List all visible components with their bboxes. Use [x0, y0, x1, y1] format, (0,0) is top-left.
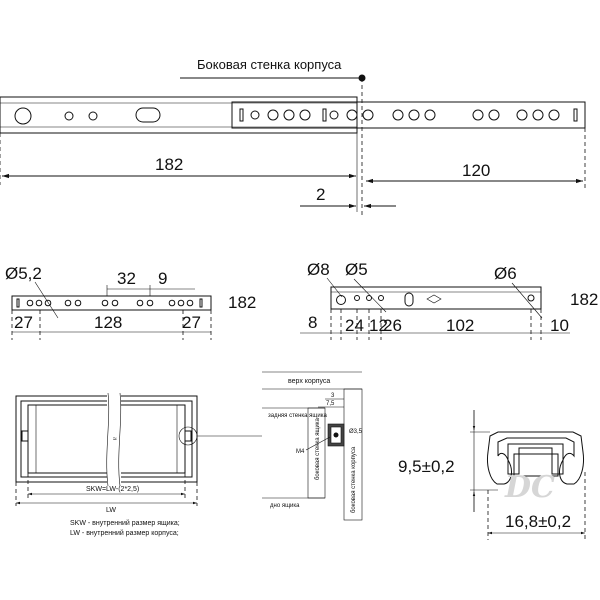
- rail-hole: [88, 111, 98, 121]
- top-rail-view: Боковая стенка корпуса: [0, 57, 586, 215]
- dim-2: 2: [316, 185, 325, 204]
- side-wall-label: Боковая стенка корпуса: [197, 57, 342, 72]
- dim-7-5: 7,5: [326, 401, 335, 407]
- dim-dia-3-5: Ø3,5: [349, 429, 363, 435]
- rail-slot: [239, 108, 244, 122]
- legend-skw: SKW - внутренний размер ящика;: [70, 519, 180, 527]
- cabinet-top-label: верх корпуса: [288, 378, 330, 385]
- right-rail-length: 182: [570, 290, 598, 309]
- rail-hole: [14, 107, 32, 125]
- dim-9: 9: [158, 269, 167, 288]
- profile-view: 9,5±0,2 16,8±0,2 DC: [398, 410, 586, 540]
- drawer-back-wall-label: задняя стенка ящика: [268, 413, 327, 419]
- drawer-front-view: ≈ SKW=LW-(2*2,5) LW SKW - внутренний раз…: [15, 392, 325, 537]
- left-rail-view: Ø5,2 32 9 27 128 27 182: [5, 264, 256, 340]
- extension-rail: [231, 101, 586, 129]
- hole-dia-5-2: Ø5,2: [5, 264, 42, 283]
- right-rail-view: Ø8 Ø5 Ø6 8 24 12 26 102 10 182: [300, 260, 598, 340]
- profile-height: 9,5±0,2: [398, 457, 455, 476]
- drawer-outline: [27, 404, 186, 474]
- dim-24: 24: [345, 316, 364, 335]
- dim-3: 3: [331, 393, 335, 399]
- dim-26: 26: [383, 316, 402, 335]
- left-rail-body: [11, 295, 212, 311]
- screw-label: M4: [296, 449, 305, 455]
- svg-text:≈: ≈: [113, 436, 117, 443]
- hole-dia-6: Ø6: [494, 264, 517, 283]
- profile-width: 16,8±0,2: [505, 512, 571, 531]
- hole-dia-5: Ø5: [345, 260, 368, 279]
- hole-dia-8: Ø8: [307, 260, 330, 279]
- drawer-side-label: боковая стенка ящика: [315, 417, 321, 480]
- dim-27-left: 27: [14, 313, 33, 332]
- cabinet-side-wall: [343, 388, 363, 521]
- dim-8: 8: [308, 313, 317, 332]
- dim-182: 182: [155, 155, 183, 174]
- dim-32: 32: [117, 269, 136, 288]
- dim-120: 120: [462, 161, 490, 180]
- dim-128: 128: [94, 313, 122, 332]
- drawer-bottom-label: дно ящика: [270, 503, 300, 509]
- dim-27-right: 27: [182, 313, 201, 332]
- dim-102: 102: [446, 316, 474, 335]
- slide-profile-outline: [487, 431, 584, 485]
- right-rail-body: [330, 286, 542, 310]
- section-detail-view: верх корпуса задняя стенка ящика боковая…: [262, 371, 363, 521]
- lw-label: LW: [106, 507, 116, 514]
- cabinet-side-label: боковая стенка корпуса: [351, 446, 357, 513]
- legend-lw: LW - внутренний размер корпуса;: [70, 529, 179, 537]
- dim-10: 10: [550, 316, 569, 335]
- rail-slot: [135, 107, 161, 123]
- watermark: DC: [504, 470, 555, 505]
- left-rail-length: 182: [228, 293, 256, 312]
- rail-hole: [64, 111, 74, 121]
- dim-12: 12: [369, 316, 388, 335]
- cabinet-outline: [15, 395, 198, 483]
- skw-formula: SKW=LW-(2*2,5): [86, 486, 139, 493]
- slide-profile-inner: [507, 443, 564, 475]
